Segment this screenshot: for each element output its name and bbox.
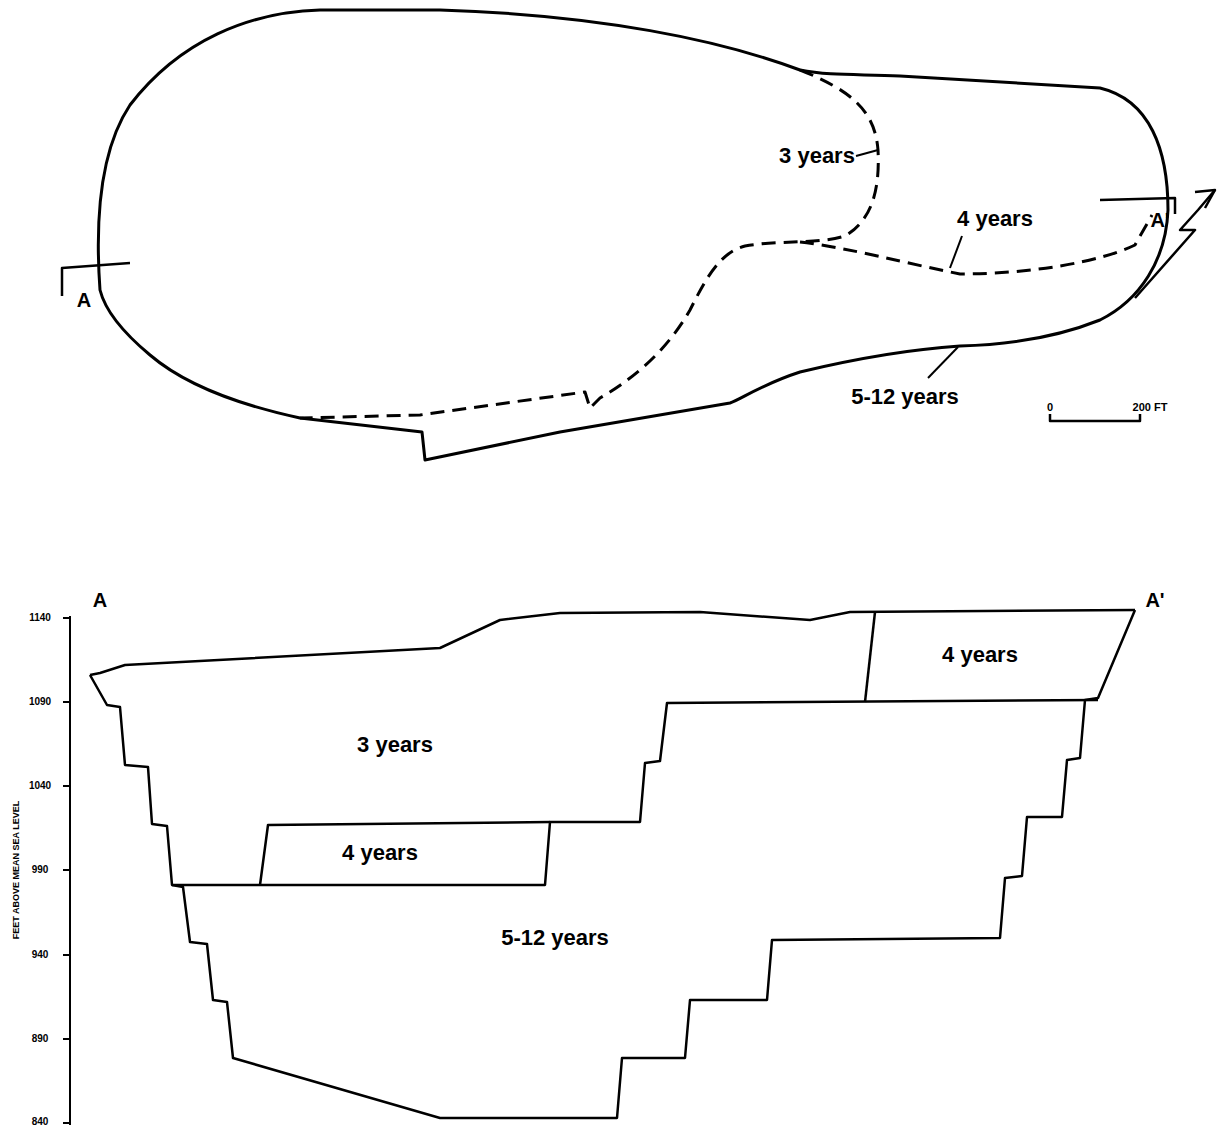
elevation-value: 840 [32,1117,49,1127]
phase-boundary [865,612,875,702]
phase-boundary [300,70,878,418]
phase-label: 4 years [342,842,418,864]
phase-boundary [172,700,1098,885]
phase-label: 5-12 years [501,927,609,949]
phase-label: 4 years [957,208,1033,230]
section-marker-label: A' [1150,210,1169,230]
elevation-value: 940 [32,950,49,960]
north-arrow [1195,190,1215,208]
elevation-axis [63,616,70,1125]
elevation-value: 1140 [29,613,51,623]
elevation-value: 1090 [29,697,51,707]
phase-label: 5-12 years [851,386,959,408]
elevation-value: 1040 [29,781,51,791]
elevation-value: 890 [32,1034,49,1044]
leader-line [950,236,962,268]
axis-title: FEET ABOVE MEAN SEA LEVEL [12,801,21,939]
pit-section [90,610,1135,1118]
phase-label: 3 years [357,734,433,756]
section-end-label: A' [1145,590,1164,610]
section-end-label: A [93,590,107,610]
pit-outline [98,10,1168,460]
section-marker [62,263,130,296]
scale-label: 200 FT [1133,402,1168,413]
ground-surface [90,610,1135,675]
scale-label: 0 [1047,402,1053,413]
scale-bar [1050,414,1140,421]
section-marker-label: A [77,290,91,310]
elevation-value: 990 [32,865,49,875]
leader-line [928,347,958,378]
leader-line [856,150,878,156]
phase-boundary [260,822,550,885]
phase-label: 3 years [779,145,855,167]
phase-label: 4 years [942,644,1018,666]
north-arrow [1135,190,1215,298]
